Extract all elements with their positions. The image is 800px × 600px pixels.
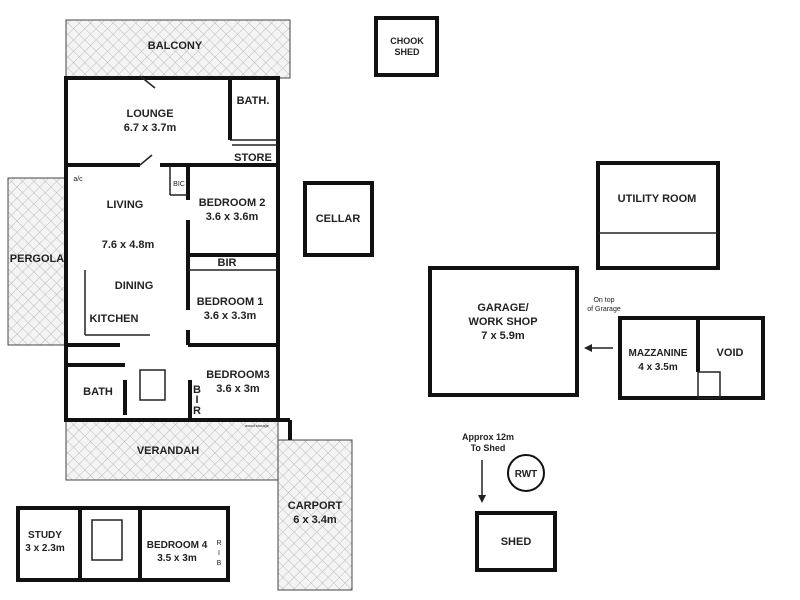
- label-utility-room: UTILITY ROOM: [618, 193, 697, 205]
- label-cellar: CELLAR: [316, 213, 361, 225]
- label-bedroom4-size: 3.5 x 3m: [157, 553, 197, 564]
- label-chook: CHOOK: [390, 36, 424, 46]
- label-shed: SHED: [501, 536, 532, 548]
- lower-floor: [16, 506, 230, 582]
- label-bedroom4: BEDROOM 4: [147, 540, 208, 551]
- label-bedroom1: BEDROOM 1: [197, 296, 264, 308]
- label-to-shed: To Shed: [471, 443, 506, 453]
- cellar: [303, 181, 374, 257]
- label-garage-size: 7 x 5.9m: [481, 330, 525, 342]
- label-bir-v2: I: [195, 394, 198, 406]
- label-store: STORE: [234, 152, 272, 164]
- rwt-tank: [507, 454, 545, 492]
- label-chook-shed: SHED: [394, 47, 420, 57]
- label-lounge: LOUNGE: [126, 108, 173, 120]
- label-study-size: 3 x 2.3m: [25, 543, 65, 554]
- pergola-area: [7, 177, 67, 346]
- label-workshop: WORK SHOP: [468, 316, 537, 328]
- label-bedroom1-size: 3.6 x 3.3m: [204, 310, 257, 322]
- label-wood-storage: wood storage: [245, 423, 270, 428]
- mazzanine-stairs: [697, 371, 721, 399]
- chook-shed: [374, 16, 439, 77]
- garage: [428, 266, 579, 397]
- label-lounge-size: 6.7 x 3.7m: [124, 122, 177, 134]
- label-rwt: RWT: [515, 469, 538, 480]
- label-approx: Approx 12m: [462, 432, 514, 442]
- label-rib-v2: I: [218, 550, 220, 557]
- label-rib-v3: B: [217, 560, 222, 567]
- label-dining: DINING: [115, 280, 154, 292]
- label-bedroom2-size: 3.6 x 3.6m: [206, 211, 259, 223]
- label-balcony: BALCONY: [148, 40, 203, 52]
- label-carport-size: 6 x 3.4m: [293, 514, 337, 526]
- label-mazzanine-size: 4 x 3.5m: [638, 362, 678, 373]
- label-pergola: PERGOLA: [10, 253, 64, 265]
- main-house: [64, 75, 292, 440]
- label-rib-v1: R: [216, 540, 221, 547]
- label-bir: BIR: [218, 257, 237, 269]
- label-bir-v3: R: [193, 405, 201, 417]
- label-bath-lower: BATH: [83, 386, 113, 398]
- label-ac: a/c: [73, 176, 83, 183]
- label-bic: BIC: [173, 181, 185, 188]
- label-on-top: On top: [593, 297, 614, 304]
- label-bedroom3: BEDROOM3: [206, 369, 270, 381]
- label-study: STUDY: [28, 530, 62, 541]
- label-verandah: VERANDAH: [137, 445, 199, 457]
- label-garage: GARAGE/: [477, 302, 528, 314]
- label-void: VOID: [717, 347, 744, 359]
- label-bir-v1: B: [193, 384, 201, 396]
- mazzanine: [618, 316, 765, 400]
- label-living: LIVING: [107, 199, 144, 211]
- label-of-garage: of Grarage: [587, 306, 621, 313]
- carport-area: [277, 439, 353, 591]
- label-living-size: 7.6 x 4.8m: [102, 239, 155, 251]
- label-mazzanine: MAZZANINE: [629, 348, 688, 359]
- label-carport: CARPORT: [288, 500, 343, 512]
- balcony-area: [65, 19, 291, 79]
- label-kitchen: KITCHEN: [90, 313, 139, 325]
- stairs: [139, 369, 166, 401]
- shed: [475, 511, 557, 572]
- utility-room: [596, 161, 720, 270]
- label-bedroom3-size: 3.6 x 3m: [216, 383, 260, 395]
- label-bath-upper: BATH.: [237, 95, 270, 107]
- label-bedroom2: BEDROOM 2: [199, 197, 266, 209]
